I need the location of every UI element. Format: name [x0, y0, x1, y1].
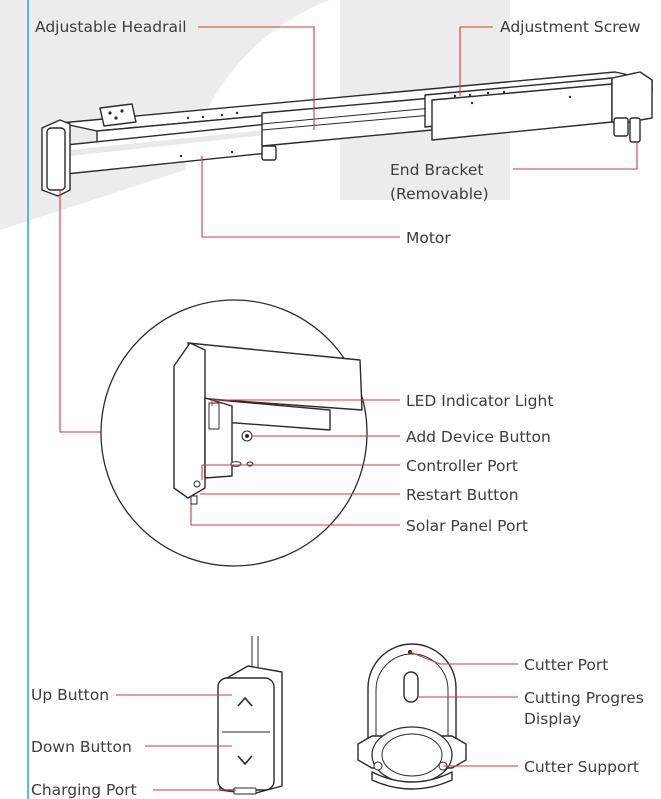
leader-solar-panel — [190, 504, 400, 526]
chevron-up-icon — [237, 696, 253, 707]
headrail-illustration — [41, 71, 653, 197]
label-controller-port: Controller Port — [406, 457, 518, 475]
leader-adjustment-screw — [459, 26, 493, 96]
leader-zoom — [59, 190, 102, 433]
label-cutting-progress-line1: Cutting Progres — [524, 689, 644, 707]
leader-cutter-port — [409, 651, 518, 665]
label-motor: Motor — [406, 229, 451, 247]
label-adjustment-screw: Adjustment Screw — [500, 18, 641, 36]
label-cutting-progress-line2: Display — [524, 710, 581, 728]
zoom-detail — [100, 299, 368, 567]
chevron-down-icon — [237, 755, 253, 766]
label-cutter-port: Cutter Port — [524, 656, 608, 674]
label-charging-port: Charging Port — [31, 781, 137, 799]
label-cutter-support: Cutter Support — [524, 758, 639, 776]
label-adjustable-headrail: Adjustable Headrail — [35, 18, 187, 36]
label-up-button: Up Button — [31, 686, 109, 704]
label-end-bracket-line2: (Removable) — [390, 185, 489, 203]
leader-led — [211, 399, 400, 406]
label-led-indicator-light: LED Indicator Light — [406, 392, 553, 410]
remote-illustration — [217, 636, 283, 795]
leader-motor — [201, 156, 400, 238]
leader-controller-port — [201, 464, 400, 480]
cutter-illustration — [357, 643, 467, 790]
label-down-button: Down Button — [31, 738, 132, 756]
leader-end-bracket — [513, 141, 638, 170]
label-restart-button: Restart Button — [406, 486, 519, 504]
leader-adjustable-headrail — [198, 26, 315, 130]
label-add-device-button: Add Device Button — [406, 428, 551, 446]
label-solar-panel-port: Solar Panel Port — [406, 517, 528, 535]
label-end-bracket-line1: End Bracket — [390, 161, 483, 179]
